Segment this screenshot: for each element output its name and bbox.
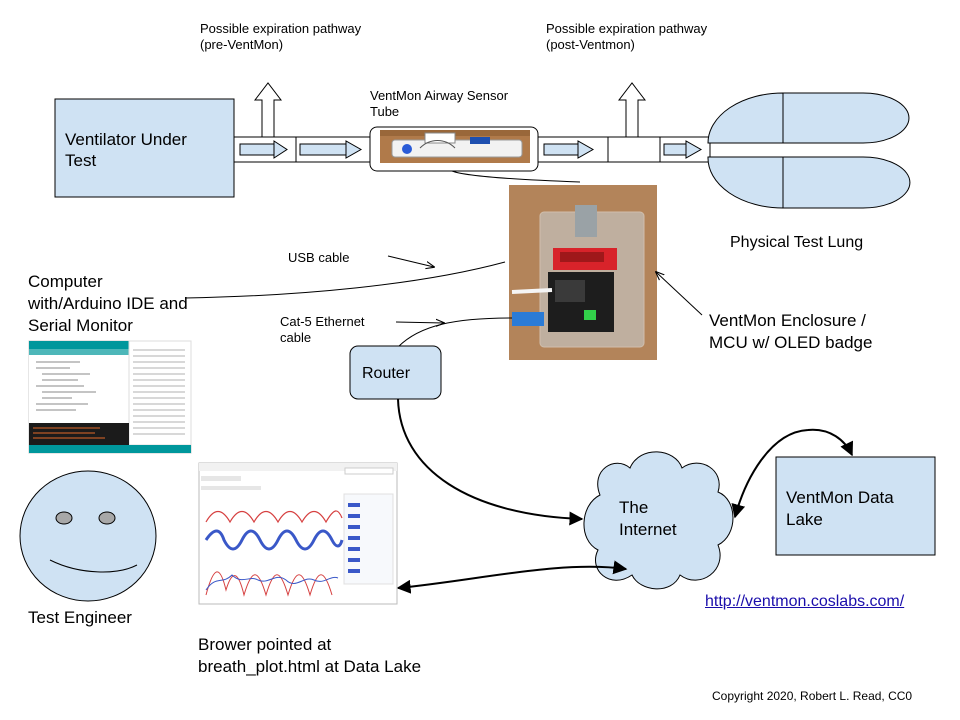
sensor-tube-photo (380, 130, 530, 163)
arduino-ide-screenshot (28, 340, 192, 454)
up-arrow-icon (253, 82, 283, 138)
router-box[interactable] (349, 345, 442, 400)
computer-label: Computer with/Arduino IDE and Serial Mon… (28, 272, 188, 336)
enclosure-photo[interactable] (509, 185, 657, 360)
pathway-post-label: Possible expiration pathway (post-Ventmo… (546, 21, 708, 53)
sensor-tube-label: VentMon Airway Sensor Tube (370, 88, 509, 120)
ventilator-label: Ventilator Under Test (65, 130, 187, 171)
router-label: Router (362, 365, 411, 382)
datalake-url-link[interactable]: http://ventmon.coslabs.com/ (705, 593, 905, 610)
engineer-label: Test Engineer (28, 608, 132, 627)
internet-label: The Internet (619, 498, 677, 540)
up-arrow-icon (617, 82, 647, 138)
browser-label: Brower pointed at breath_plot.html at Da… (198, 635, 422, 677)
usb-cable-label: USB cable (288, 250, 350, 265)
cat5-label: Cat-5 Ethernet cable (280, 314, 365, 346)
lung-icon[interactable] (707, 92, 911, 209)
pathway-pre-label: Possible expiration pathway (pre-VentMon… (200, 21, 362, 53)
enclosure-label: VentMon Enclosure / MCU w/ OLED badge (709, 311, 873, 353)
datalake-label: VentMon Data Lake (786, 488, 894, 530)
ventilator-box[interactable] (54, 98, 235, 198)
copyright-label: Copyright 2020, Robert L. Read, CC0 (712, 689, 913, 703)
browser-screenshot[interactable] (198, 462, 398, 605)
tube-arrow-left (239, 143, 275, 156)
smiley-face-icon (19, 470, 157, 602)
lung-label: Physical Test Lung (730, 234, 864, 251)
